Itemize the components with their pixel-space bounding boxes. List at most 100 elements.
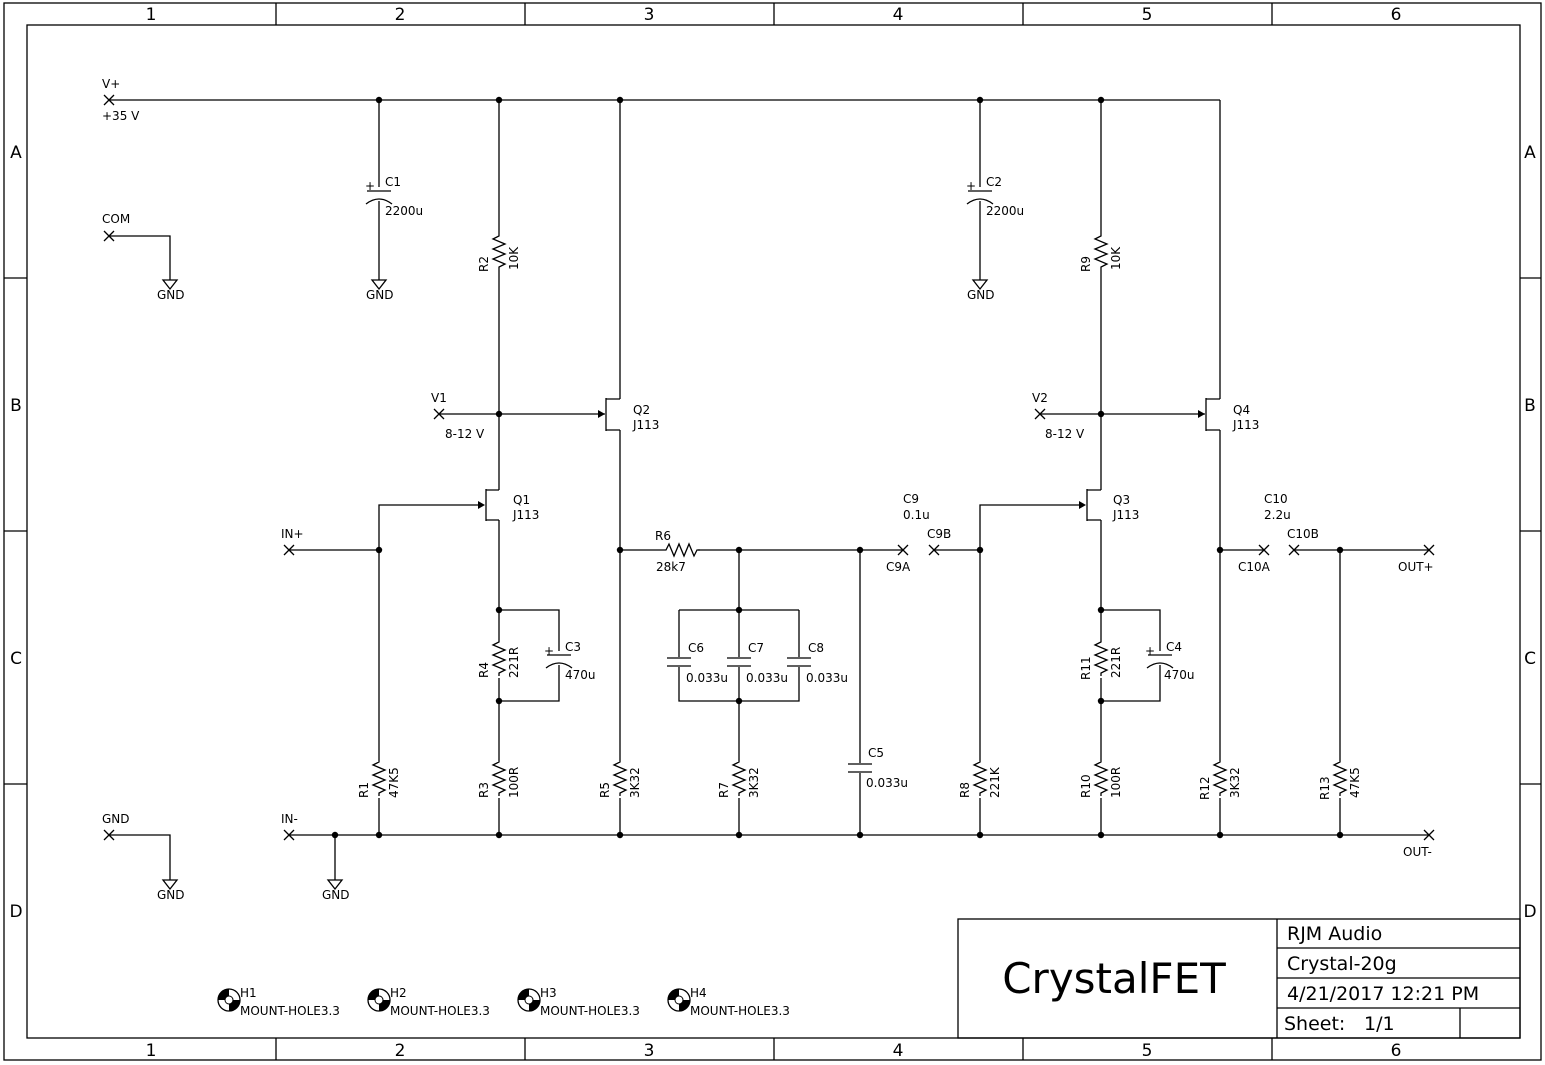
port-c9a-icon (897, 544, 909, 556)
capacitor-c4-name: C4 (1166, 640, 1182, 654)
ground-symbols: GND GND GND GND GND (157, 279, 995, 902)
resistor-r13-name: R13 (1318, 776, 1332, 800)
capacitor-c6-icon (667, 657, 691, 667)
capacitor-c9-name: C9 (903, 492, 919, 506)
resistor-r1-icon (371, 758, 387, 796)
resistor-r12-name: R12 (1198, 776, 1212, 800)
capacitor-c1-icon (365, 190, 393, 205)
resistor-r2-name: R2 (477, 256, 491, 272)
capacitor-c2-icon (966, 190, 994, 205)
col-label-bottom: 3 (644, 1041, 655, 1061)
jfet-q2-value: J113 (632, 418, 659, 432)
capacitor-c3-name: C3 (565, 640, 581, 654)
port-out-plus-name: OUT+ (1398, 560, 1434, 574)
resistor-r6-value: 28k7 (656, 560, 686, 574)
resistor-r5-value: 3K32 (628, 767, 642, 798)
port-in-minus-name: IN- (281, 812, 298, 826)
col-label-top: 1 (146, 5, 157, 25)
port-out-minus-name: OUT- (1403, 845, 1432, 859)
title-block-sheet-label: Sheet: (1284, 1013, 1345, 1035)
mount-hole-icon (217, 988, 241, 1012)
capacitor-c3-value: 470u (565, 668, 596, 682)
mount-hole-value: MOUNT-HOLE3.3 (390, 1004, 490, 1018)
port-vplus-name: V+ (102, 77, 120, 91)
resistor-r13-icon (1332, 758, 1348, 796)
port-c9b-icon (928, 544, 940, 556)
resistor-r2-value: 10K (507, 246, 521, 270)
col-label-top: 6 (1391, 5, 1402, 25)
resistor-r5-icon (612, 758, 628, 796)
col-label-bottom: 4 (893, 1041, 904, 1061)
capacitor-c5-name: C5 (868, 746, 884, 760)
ground-icon (161, 279, 179, 291)
resistor-r11-value: 221R (1109, 647, 1123, 678)
jfet-q3-value: J113 (1112, 508, 1139, 522)
mount-hole-icon (667, 988, 691, 1012)
port-com-name: COM (102, 212, 130, 226)
port-c10a-name: C10A (1238, 560, 1271, 574)
col-label-bottom: 6 (1391, 1041, 1402, 1061)
port-v1-value: 8-12 V (445, 427, 485, 441)
resistor-r13-value: 47K5 (1348, 767, 1362, 798)
capacitor-c3-icon (545, 654, 573, 669)
mount-hole-value: MOUNT-HOLE3.3 (690, 1004, 790, 1018)
mount-hole-value: MOUNT-HOLE3.3 (540, 1004, 640, 1018)
resistor-r9-value: 10K (1109, 246, 1123, 270)
capacitor-c5-icon (848, 763, 872, 773)
port-in-minus-icon (283, 829, 295, 841)
port-out-minus-icon (1423, 829, 1435, 841)
port-v2-value: 8-12 V (1045, 427, 1085, 441)
jfet-q1-icon (478, 489, 499, 521)
ground-label: GND (157, 888, 185, 902)
row-label-right: C (1524, 649, 1536, 669)
port-in-plus-icon (283, 544, 295, 556)
capacitor-c7-icon (727, 657, 751, 667)
resistor-r7-name: R7 (717, 782, 731, 798)
resistor-r4-name: R4 (477, 662, 491, 678)
transistors: Q1 J113 Q2 J113 Q3 J113 Q4 J113 (478, 398, 1259, 522)
junctions (331, 96, 1344, 839)
jfet-q3-icon (1079, 489, 1101, 521)
resistor-r4-icon (491, 638, 507, 676)
capacitor-c8-value: 0.033u (806, 671, 848, 685)
resistor-r4-value: 221R (507, 647, 521, 678)
resistor-r10-name: R10 (1079, 774, 1093, 798)
capacitors: + C1 2200u + C2 2200u + C3 470u + C4 470… (365, 175, 1291, 790)
title-block-date: 4/21/2017 12:21 PM (1287, 983, 1479, 1005)
title-block-title: CrystalFET (1002, 954, 1226, 1003)
row-label-right: D (1523, 902, 1536, 922)
resistor-r11-name: R11 (1079, 656, 1093, 680)
title-block: CrystalFET RJM Audio Crystal-20g 4/21/20… (957, 918, 1521, 1039)
capacitor-c5-value: 0.033u (866, 776, 908, 790)
resistor-r1-name: R1 (357, 782, 371, 798)
capacitor-c2-plus: + (966, 179, 976, 193)
resistor-r9-icon (1093, 232, 1109, 270)
capacitor-c2-value: 2200u (986, 204, 1024, 218)
resistor-r2-icon (491, 232, 507, 270)
wires (109, 99, 1429, 880)
mount-hole-name: H2 (390, 986, 407, 1000)
capacitor-c2-name: C2 (986, 175, 1002, 189)
port-gnd-icon (103, 829, 115, 841)
ground-icon (370, 279, 388, 291)
col-label-bottom: 2 (395, 1041, 406, 1061)
port-v2-name: V2 (1032, 391, 1048, 405)
resistor-r10-value: 100R (1109, 767, 1123, 798)
resistor-r5-name: R5 (598, 782, 612, 798)
mount-hole-name: H1 (240, 986, 257, 1000)
resistor-r8-name: R8 (958, 782, 972, 798)
port-v1-name: V1 (431, 391, 447, 405)
port-vplus-icon (103, 94, 115, 106)
col-label-bottom: 1 (146, 1041, 157, 1061)
jfet-q4-icon (1198, 398, 1220, 431)
row-label-left: C (10, 649, 22, 669)
row-label-left: D (9, 902, 22, 922)
resistor-r7-icon (731, 758, 747, 796)
mount-hole-name: H3 (540, 986, 557, 1000)
port-v2-icon (1034, 408, 1046, 420)
ground-icon (971, 279, 989, 291)
col-label-top: 4 (893, 5, 904, 25)
jfet-q3-name: Q3 (1113, 493, 1130, 507)
ground-icon (161, 879, 179, 891)
